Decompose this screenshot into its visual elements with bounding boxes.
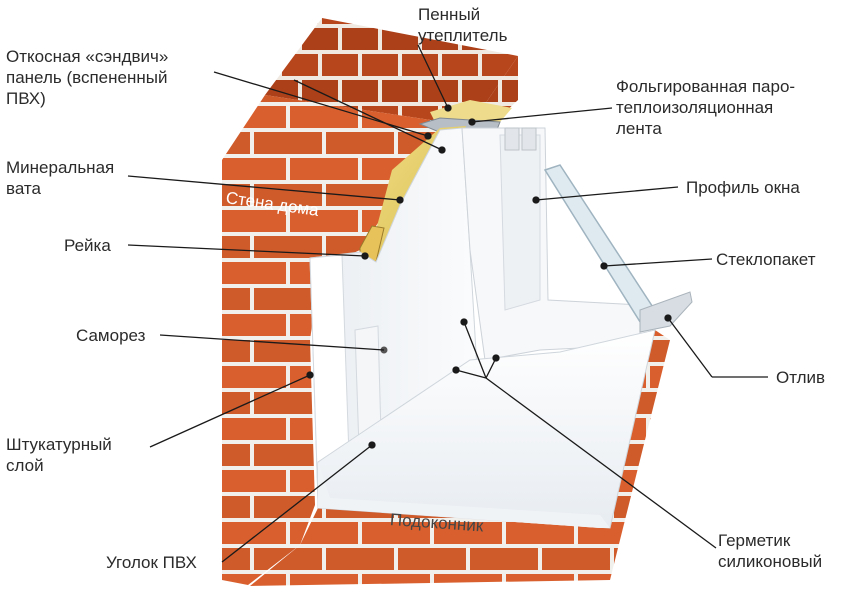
leader-sandwich-2 (293, 79, 443, 151)
label-window-profile: Профиль окна (686, 178, 800, 197)
leader-sealant-b (463, 321, 487, 379)
leader-lines (127, 44, 768, 563)
windowsill-edge (318, 462, 610, 528)
label-plaster: Штукатурный слой (6, 435, 112, 475)
leader-profile (535, 186, 679, 201)
label-sandwich-panel: Откосная «сэндвич» панель (вспененный ПВ… (6, 47, 169, 108)
brick-wall-top (265, 18, 518, 126)
leader-glass (603, 258, 713, 267)
leader-sandwich (213, 71, 429, 137)
brick-wall-front (222, 95, 470, 585)
leader-screw (159, 334, 385, 351)
label-screw: Саморез (76, 326, 146, 345)
leader-drip-2 (667, 317, 713, 378)
label-mineral-wool: Минеральная вата (6, 158, 115, 198)
leader-sealant-a (485, 377, 717, 549)
brick-wall-bottom (250, 330, 670, 586)
label-foam-insulation: Пенный утеплитель (418, 5, 508, 45)
profile-chamber-2 (521, 127, 537, 151)
leader-wool (127, 175, 401, 201)
label-silicone-sealant: Герметик силиконовый (718, 531, 823, 571)
window-profile-inner (499, 134, 541, 311)
leader-sealant-c (455, 369, 487, 379)
label-glass-unit: Стеклопакет (716, 250, 816, 269)
leader-corner (221, 444, 373, 563)
label-foil-tape: Фольгированная паро- теплоизоляционная л… (616, 77, 796, 138)
label-batten: Рейка (64, 236, 111, 255)
leader-foam (417, 44, 449, 109)
label-drip-sill: Отлив (776, 368, 826, 387)
leader-plaster (149, 374, 311, 448)
leader-batten (127, 244, 366, 257)
leader-foil (471, 107, 613, 123)
label-pvc-corner: Уголок ПВХ (106, 553, 197, 572)
leader-sealant-d (485, 357, 497, 379)
drip-sill (639, 291, 693, 333)
window-profile-frame (461, 127, 641, 361)
profile-chamber-1 (504, 127, 520, 151)
